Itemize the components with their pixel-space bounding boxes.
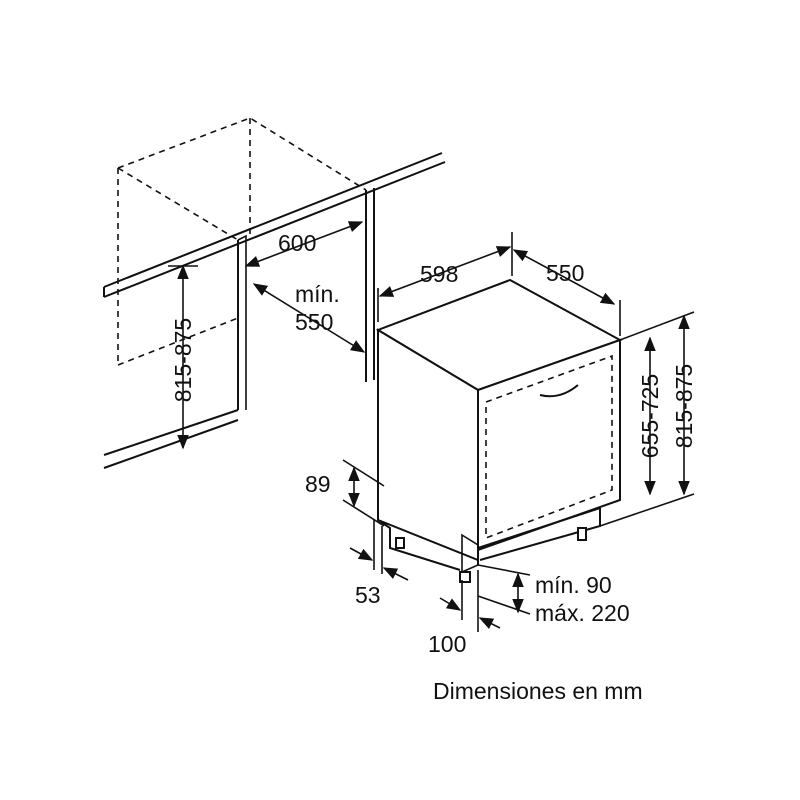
plinth-height-label: 89	[305, 471, 331, 497]
plinth-gap-label-line2: máx. 220	[535, 600, 630, 626]
plinth-offset-dimension: 53	[349, 520, 409, 608]
plinth-offset-label: 53	[355, 582, 381, 608]
niche-height-left-label: 815-875	[170, 318, 196, 402]
foot-setback-dimension: 100	[428, 570, 501, 657]
upper-cabinet-outline	[117, 117, 367, 366]
appliance-width-label: 598	[420, 261, 458, 287]
plinth-gap-dimension: mín. 90 máx. 220	[477, 564, 630, 626]
appliance-depth-label: 550	[546, 260, 584, 286]
appliance-width-dimension: 598	[377, 232, 513, 322]
niche-depth-label-line1: mín.	[295, 281, 340, 307]
door-height-dimension: 655-725	[637, 336, 663, 496]
niche-height-right-label: 815-875	[671, 364, 697, 448]
dishwasher-body	[375, 278, 623, 583]
plinth-gap-label-line1: mín. 90	[535, 572, 612, 598]
niche-depth-label-line2: 550	[295, 309, 333, 335]
niche-depth-dimension: mín. 550	[252, 281, 366, 353]
niche-walls	[103, 188, 375, 469]
units-caption: Dimensiones en mm	[433, 678, 643, 704]
appliance-depth-dimension: 550	[512, 249, 621, 336]
foot-setback-label: 100	[428, 631, 466, 657]
left-height-dimension: 815-875	[168, 264, 198, 450]
right-height-dimension: 815-875	[671, 314, 697, 496]
plinth-height-dimension: 89	[305, 459, 385, 527]
cabinet-width-label: 600	[278, 230, 316, 256]
countertop	[103, 152, 446, 298]
cabinet-width-dimension: 600	[244, 221, 364, 267]
door-height-label: 655-725	[637, 374, 663, 458]
